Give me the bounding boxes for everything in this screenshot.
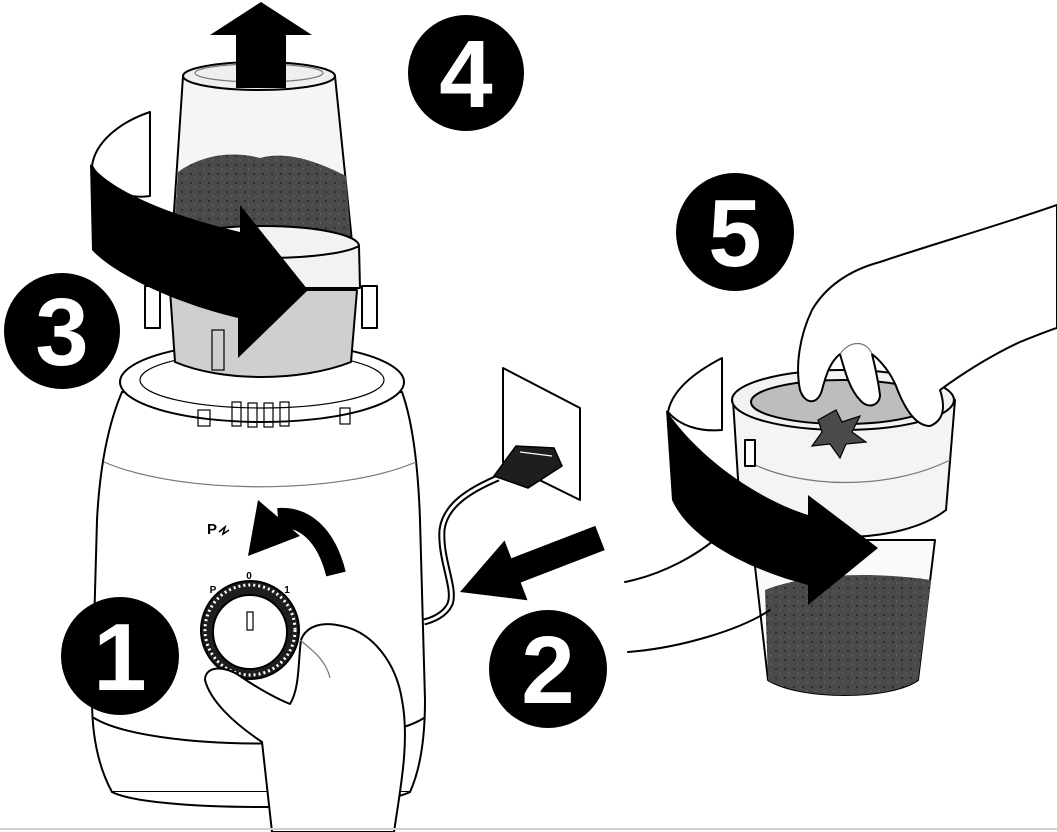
cord-fill: [423, 476, 499, 624]
base-slot: [279, 401, 290, 427]
step-number: 5: [708, 180, 761, 287]
counter-clockwise-arrow-icon: [248, 500, 346, 577]
base-clip: [339, 407, 351, 425]
container-side-tab: [744, 439, 756, 467]
dial-knurl-ridges: [203, 583, 297, 677]
base-slot: [231, 401, 242, 427]
support-hand-lower-line: [627, 609, 771, 653]
base-shoulder-line: [103, 461, 417, 488]
dial-label-on: 1: [284, 585, 290, 596]
step-number: 4: [439, 21, 492, 128]
hand-knuckle-line: [299, 639, 331, 679]
base-slots: [197, 401, 351, 428]
base-clip: [197, 409, 211, 427]
support-hand-upper-line: [624, 525, 731, 583]
step-badge-2: 2: [489, 610, 607, 728]
arrow-left-icon: [460, 525, 605, 601]
blender-jar: [144, 61, 378, 378]
step-number: 3: [35, 279, 88, 386]
step-badge-circle: [4, 273, 120, 389]
container-collar-line: [744, 459, 951, 484]
jar-contents: [173, 154, 351, 242]
plug-body: [492, 445, 563, 489]
step-number: 2: [521, 617, 574, 724]
dial-label-pulse: P: [210, 585, 217, 596]
rotate-arrow-band: [90, 164, 308, 358]
pulse-symbol-label: P: [207, 521, 217, 538]
dial-face: [212, 594, 288, 670]
plug-icon: [492, 445, 563, 489]
pulse-icon: P: [207, 521, 230, 538]
turn-arrow-head: [248, 500, 300, 556]
step-badge-5: 5: [676, 173, 794, 291]
step-badge-circle: [61, 597, 179, 715]
jar-side-tab-left: [144, 285, 161, 329]
step-badge-3: 3: [4, 273, 120, 389]
blade-icon: [810, 409, 868, 460]
rotate-arrow-back-strip: [667, 357, 723, 432]
power-cord: [423, 474, 500, 626]
hand-gripping-lid: [797, 204, 1057, 427]
pulse-zigzag: [218, 524, 230, 536]
rotate-arrow-icon: [666, 357, 878, 605]
dial-indicator: [246, 611, 254, 631]
arrow-up-icon: [210, 2, 312, 88]
jar-locking-lug: [211, 329, 225, 371]
turn-arrow-shaft: [277, 507, 346, 577]
base-slot: [247, 402, 258, 428]
plug-highlight: [519, 451, 553, 457]
step-badge-1: 1: [61, 597, 179, 715]
step-badge-circle: [676, 173, 794, 291]
container-contents: [765, 575, 931, 695]
base-slot: [263, 402, 274, 428]
dial-label-off: 0: [246, 571, 252, 582]
hand-turning-dial: [204, 623, 406, 832]
step-badge-circle: [408, 15, 524, 131]
jar-side-tab-right: [361, 285, 378, 329]
rotate-arrow-icon: [90, 111, 308, 358]
step-badge-4: 4: [408, 15, 524, 131]
hand-finger-line: [839, 342, 873, 355]
rotate-arrow-band: [666, 410, 878, 605]
step-badge-circle: [489, 610, 607, 728]
speed-dial: P 0 1: [200, 571, 300, 680]
step-number: 1: [93, 604, 146, 711]
